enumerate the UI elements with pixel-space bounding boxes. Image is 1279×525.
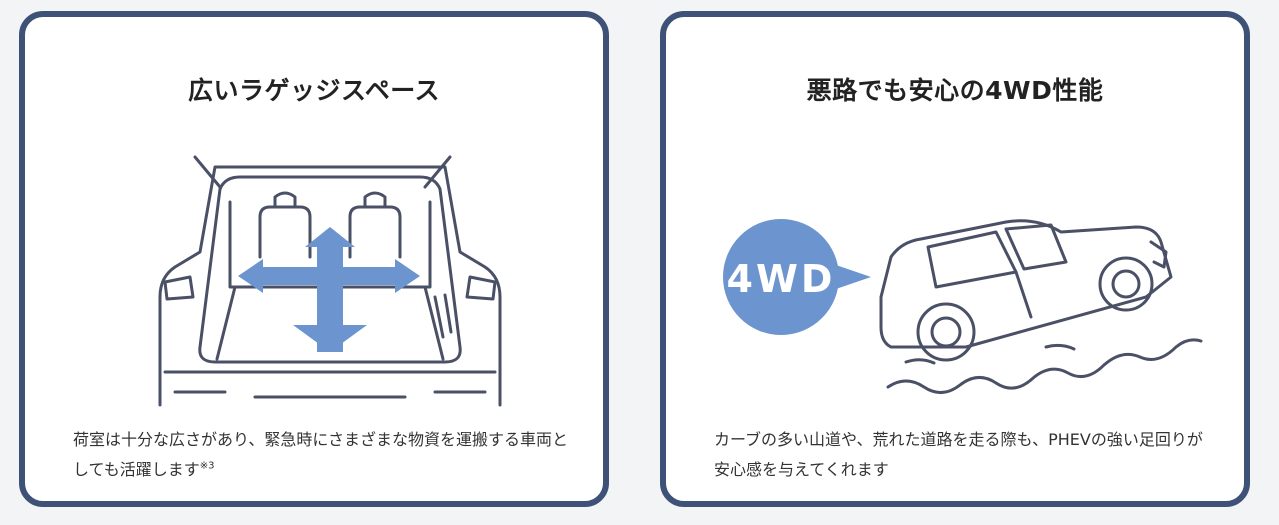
description-text: 荷室は十分な広さがあり、緊急時にさまざまな物資を運搬する車両としても活躍します: [73, 430, 569, 479]
card-title: 悪路でも安心の4WD性能: [806, 76, 1104, 105]
card-description: 荷室は十分な広さがあり、緊急時にさまざまな物資を運搬する車両としても活躍します※…: [73, 425, 573, 485]
feature-card-luggage: 広いラゲッジスペース: [19, 11, 609, 507]
badge-label: 4WD: [727, 257, 836, 301]
footnote-marker: ※3: [199, 460, 215, 472]
suv-offroad-illustration: 4WD: [723, 219, 1203, 394]
4wd-badge-icon: [723, 219, 871, 335]
card-description: カーブの多い山道や、荒れた道路を走る際も、PHEVの強い足回りが安心感を与えてく…: [714, 430, 1203, 479]
luggage-illustration: [158, 155, 502, 407]
feature-card-4wd: 悪路でも安心の4WD性能: [660, 11, 1250, 507]
card-title: 広いラゲッジスペース: [187, 76, 440, 105]
